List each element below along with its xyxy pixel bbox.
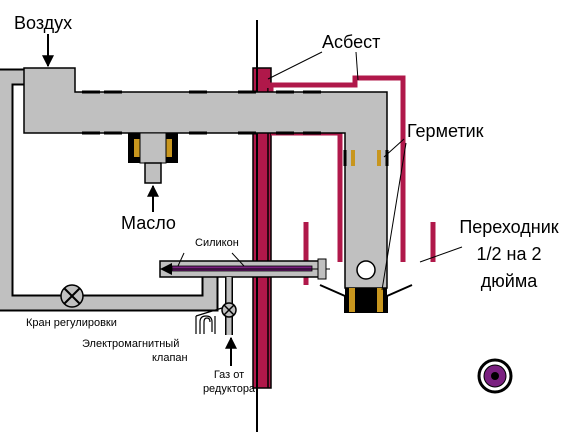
asbestos-pointer-1 [267,51,323,80]
igniter-hole [356,260,376,280]
label-sealant: Герметик [407,121,484,141]
solenoid-coil [195,307,223,334]
label-adapter-2: 1/2 на 2 [476,244,542,264]
oil-fitting [128,132,178,184]
asbestos-pointer-2 [355,51,359,81]
silicone-pointer-2 [177,252,185,267]
label-solenoid-2: клапан [152,352,188,364]
label-air: Воздух [14,13,73,33]
sealant-left [351,150,355,166]
label-silicone: Силикон [195,237,239,249]
air-return-pipe [0,68,219,312]
silicone-pointer [231,252,245,267]
gas-lance [159,258,330,280]
label-adapter-3: дюйма [480,271,538,291]
sealant-right [377,150,381,166]
sealant-pointer-1 [383,138,405,158]
main-burner-pipe [23,67,388,289]
control-valve-symbol [60,284,84,308]
label-solenoid-1: Электромагнитный [82,338,180,350]
label-gas-2: редуктора [202,383,256,395]
label-control-valve: Кран регулировки [26,317,117,329]
adapter-fitting [319,284,413,313]
asbestos-sleeve-outer [268,75,406,262]
label-asbestos: Асбест [322,32,381,52]
gas-supply-line [221,277,237,335]
sealant-pointer-2 [381,142,407,291]
label-adapter-1: Переходник [459,217,559,237]
pipe-joints [82,90,389,166]
label-oil: Масло [121,213,176,233]
cross-section-icon [477,358,513,394]
adapter-pointer [419,246,463,263]
label-gas-1: Газ от [213,369,245,381]
